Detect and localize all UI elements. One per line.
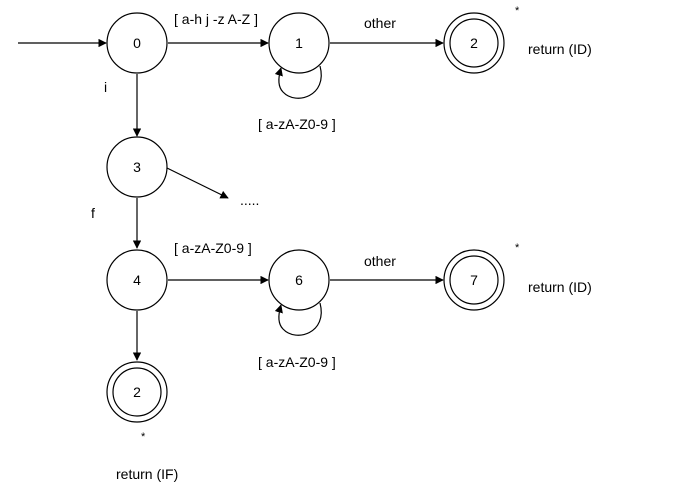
star-top: * [515, 5, 520, 17]
label-edge-3-more: ..... [240, 192, 259, 208]
note-return-id-mid: return (ID) [528, 279, 592, 295]
label-edge-3-4: f [91, 205, 95, 221]
label-edge-6-self: [ a-zA-Z0-9 ] [258, 354, 336, 370]
state-2-top-label: 2 [470, 35, 478, 51]
label-edge-0-3: i [104, 79, 107, 95]
label-edge-0-1: [ a-h j -z A-Z ] [174, 11, 258, 27]
state-2-accepting-top: 2 [443, 12, 505, 74]
state-4-label: 4 [133, 272, 141, 288]
state-3-label: 3 [133, 159, 141, 175]
state-2-accepting-bottom: 2 [106, 361, 168, 423]
star-bottom: * [141, 431, 146, 443]
label-edge-4-6: [ a-zA-Z0-9 ] [174, 240, 252, 256]
state-1: 1 [268, 12, 330, 74]
state-4: 4 [106, 249, 168, 311]
edge-1-self-loop [274, 65, 322, 99]
label-edge-6-7: other [364, 253, 396, 269]
state-3: 3 [106, 136, 168, 198]
edge-3-to-more [166, 167, 229, 199]
note-return-id-top: return (ID) [528, 41, 592, 57]
edge-6-self-loop [274, 302, 322, 336]
note-return-if: return (IF) [116, 466, 178, 482]
state-1-label: 1 [295, 35, 303, 51]
state-0-label: 0 [133, 35, 141, 51]
state-0: 0 [106, 12, 168, 74]
star-mid: * [515, 242, 520, 254]
state-6-label: 6 [295, 272, 303, 288]
label-edge-1-2: other [364, 15, 396, 31]
state-7-label: 7 [470, 272, 478, 288]
state-7-accepting: 7 [443, 249, 505, 311]
label-edge-1-self: [ a-zA-Z0-9 ] [258, 116, 336, 132]
state-2-bottom-label: 2 [133, 384, 141, 400]
state-6: 6 [268, 249, 330, 311]
